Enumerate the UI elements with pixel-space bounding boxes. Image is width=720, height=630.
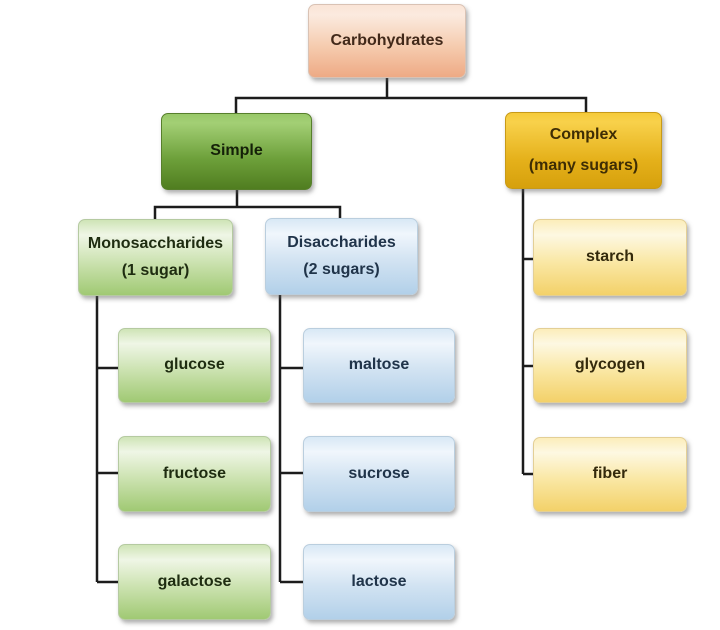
node-simple: Simple	[161, 113, 312, 190]
node-glycogen-label: glycogen	[574, 356, 646, 374]
node-monosaccharides-label: Monosaccharides	[87, 234, 224, 252]
node-simple-label: Simple	[210, 142, 263, 160]
node-lactose: lactose	[303, 544, 455, 620]
node-complex: Complex (many sugars)	[505, 112, 662, 189]
node-glucose: glucose	[118, 328, 271, 403]
connector-root-to-branches	[234, 96, 588, 115]
node-fiber-label: fiber	[592, 465, 628, 483]
node-monosaccharides: Monosaccharides (1 sugar)	[78, 219, 233, 296]
node-sucrose: sucrose	[303, 436, 455, 512]
node-starch: starch	[533, 219, 687, 296]
node-complex-label: Complex	[549, 125, 618, 143]
node-galactose: galactose	[118, 544, 271, 620]
node-maltose: maltose	[303, 328, 455, 403]
node-disaccharides-sublabel: (2 sugars)	[303, 261, 380, 278]
node-lactose-label: lactose	[351, 572, 407, 590]
node-glucose-label: glucose	[164, 356, 225, 374]
node-carbohydrates: Carbohydrates	[308, 4, 466, 78]
node-starch-label: starch	[585, 248, 635, 266]
node-monosaccharides-sublabel: (1 sugar)	[121, 262, 190, 279]
connector-simple-to-children	[153, 205, 342, 221]
node-complex-sublabel: (many sugars)	[528, 157, 639, 174]
node-glycogen: glycogen	[533, 328, 687, 403]
node-fructose-label: fructose	[162, 464, 227, 482]
node-disaccharides: Disaccharides (2 sugars)	[265, 218, 418, 295]
node-maltose-label: maltose	[348, 356, 410, 374]
node-galactose-label: galactose	[157, 572, 232, 590]
node-fiber: fiber	[533, 437, 687, 512]
node-sucrose-label: sucrose	[348, 464, 410, 482]
node-disaccharides-label: Disaccharides	[287, 233, 396, 251]
node-carbohydrates-label: Carbohydrates	[330, 31, 444, 49]
node-fructose: fructose	[118, 436, 271, 512]
